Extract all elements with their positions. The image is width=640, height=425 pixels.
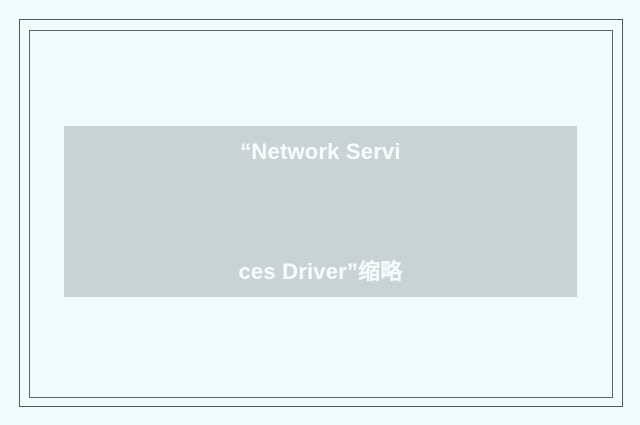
- placeholder-caption-line-2: ces Driver”缩略: [238, 258, 403, 284]
- placeholder-caption: “Network Servi ces Driver”缩略: [238, 52, 402, 372]
- outer-frame-border: [19, 19, 623, 407]
- placeholder-caption-line-1: “Network Servi: [240, 138, 401, 164]
- inner-frame-border: [29, 30, 613, 398]
- image-placeholder-block: “Network Servi ces Driver”缩略: [64, 126, 577, 297]
